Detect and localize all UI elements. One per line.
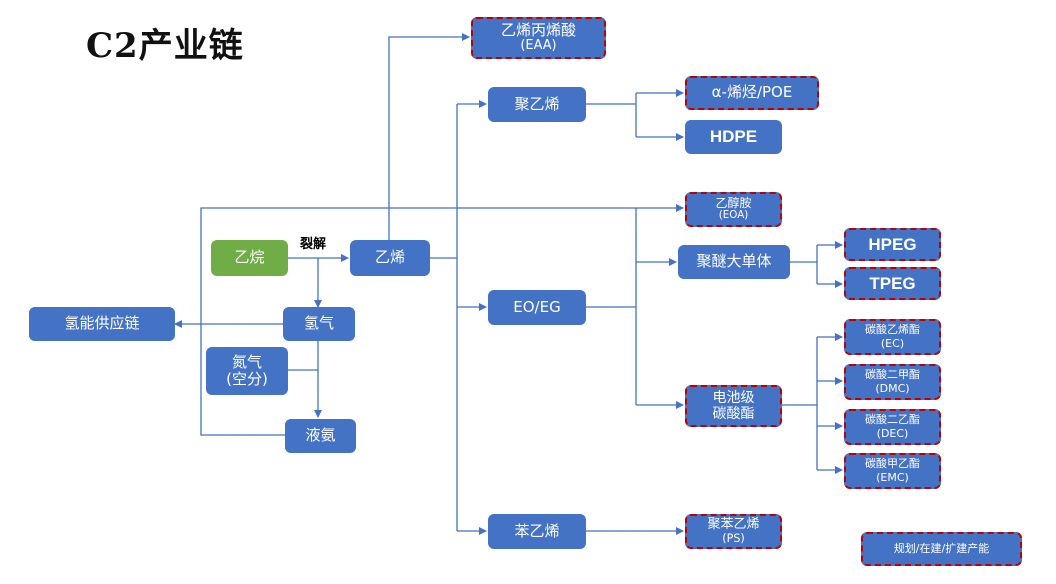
node-label: HDPE (709, 127, 758, 147)
node-label: α-烯烃/POE (711, 83, 793, 102)
node-styrene: 苯乙烯 (488, 514, 586, 549)
node-label: 碳酸甲乙酯 (865, 457, 920, 471)
node-label: 碳酸二乙酯 (865, 413, 920, 427)
node-eaa: 乙烯丙烯酸 (EAA) (471, 17, 606, 59)
node-eo-eg: EO/EG (488, 290, 586, 325)
node-sublabel: (DMC) (875, 382, 910, 395)
node-sublabel: (DEC) (876, 427, 909, 440)
node-battery-carbonate: 电池级 碳酸酯 (685, 385, 782, 427)
node-sublabel: (EC) (880, 337, 905, 350)
node-label: 氢能供应链 (64, 314, 140, 333)
node-polyethylene: 聚乙烯 (488, 87, 586, 122)
node-label: 苯乙烯 (514, 521, 560, 540)
node-hydrogen: 氢气 (283, 307, 355, 341)
node-ethylene: 乙烯 (350, 240, 430, 276)
edge-ammonia-eoa (200, 204, 684, 436)
node-sublabel: (EAA) (520, 38, 557, 54)
legend-label: 规划/在建/扩建产能 (893, 542, 990, 556)
page-title: C2产业链 (86, 26, 244, 66)
node-eoa: 乙醇胺 (EOA) (685, 192, 782, 227)
node-label: 乙烯丙烯酸 (500, 20, 576, 39)
node-nitrogen: 氮气 (空分) (206, 347, 288, 395)
node-hdpe: HDPE (685, 120, 782, 154)
node-ps: 聚苯乙烯 (PS) (685, 514, 782, 549)
node-label: 电池级 (712, 389, 755, 406)
node-label: 碳酸乙烯酯 (865, 323, 920, 337)
node-sublabel: (EMC) (876, 471, 909, 484)
node-poe: α-烯烃/POE (685, 76, 819, 110)
node-sublabel: (PS) (722, 531, 745, 545)
node-sublabel: (EOA) (718, 209, 749, 222)
node-label: 液氨 (305, 426, 336, 445)
node-label: 乙烷 (234, 248, 265, 267)
node-hpeg: HPEG (844, 228, 941, 261)
node-tpeg: TPEG (844, 267, 941, 300)
node-label: 聚乙烯 (514, 94, 560, 113)
legend-planned-capacity: 规划/在建/扩建产能 (861, 532, 1022, 566)
node-label: 氮气 (231, 352, 262, 371)
edge-label-cracking: 裂解 (300, 237, 327, 252)
node-label: 聚苯乙烯 (707, 516, 760, 532)
node-dmc: 碳酸二甲酯 (DMC) (844, 364, 941, 400)
node-label: TPEG (869, 273, 916, 293)
node-label: 碳酸二甲酯 (865, 368, 920, 382)
node-sublabel: (空分) (226, 370, 268, 388)
node-ec: 碳酸乙烯酯 (EC) (844, 319, 941, 355)
node-polyether-monomer: 聚醚大单体 (678, 245, 790, 279)
node-ethane: 乙烷 (211, 240, 288, 276)
node-label: 氢气 (303, 314, 334, 333)
node-label: EO/EG (513, 297, 561, 316)
node-liquid-ammonia: 液氨 (285, 419, 356, 453)
node-sublabel: 碳酸酯 (712, 406, 755, 422)
node-hydrogen-supply-chain: 氢能供应链 (29, 307, 175, 341)
node-label: HPEG (868, 234, 917, 254)
node-emc: 碳酸甲乙酯 (EMC) (844, 453, 941, 489)
edge-ethylene-eaa (388, 33, 470, 241)
node-label: 乙烯 (374, 248, 405, 267)
node-dec: 碳酸二乙酯 (DEC) (844, 409, 941, 445)
node-label: 乙醇胺 (715, 195, 752, 210)
node-label: 聚醚大单体 (696, 252, 772, 271)
